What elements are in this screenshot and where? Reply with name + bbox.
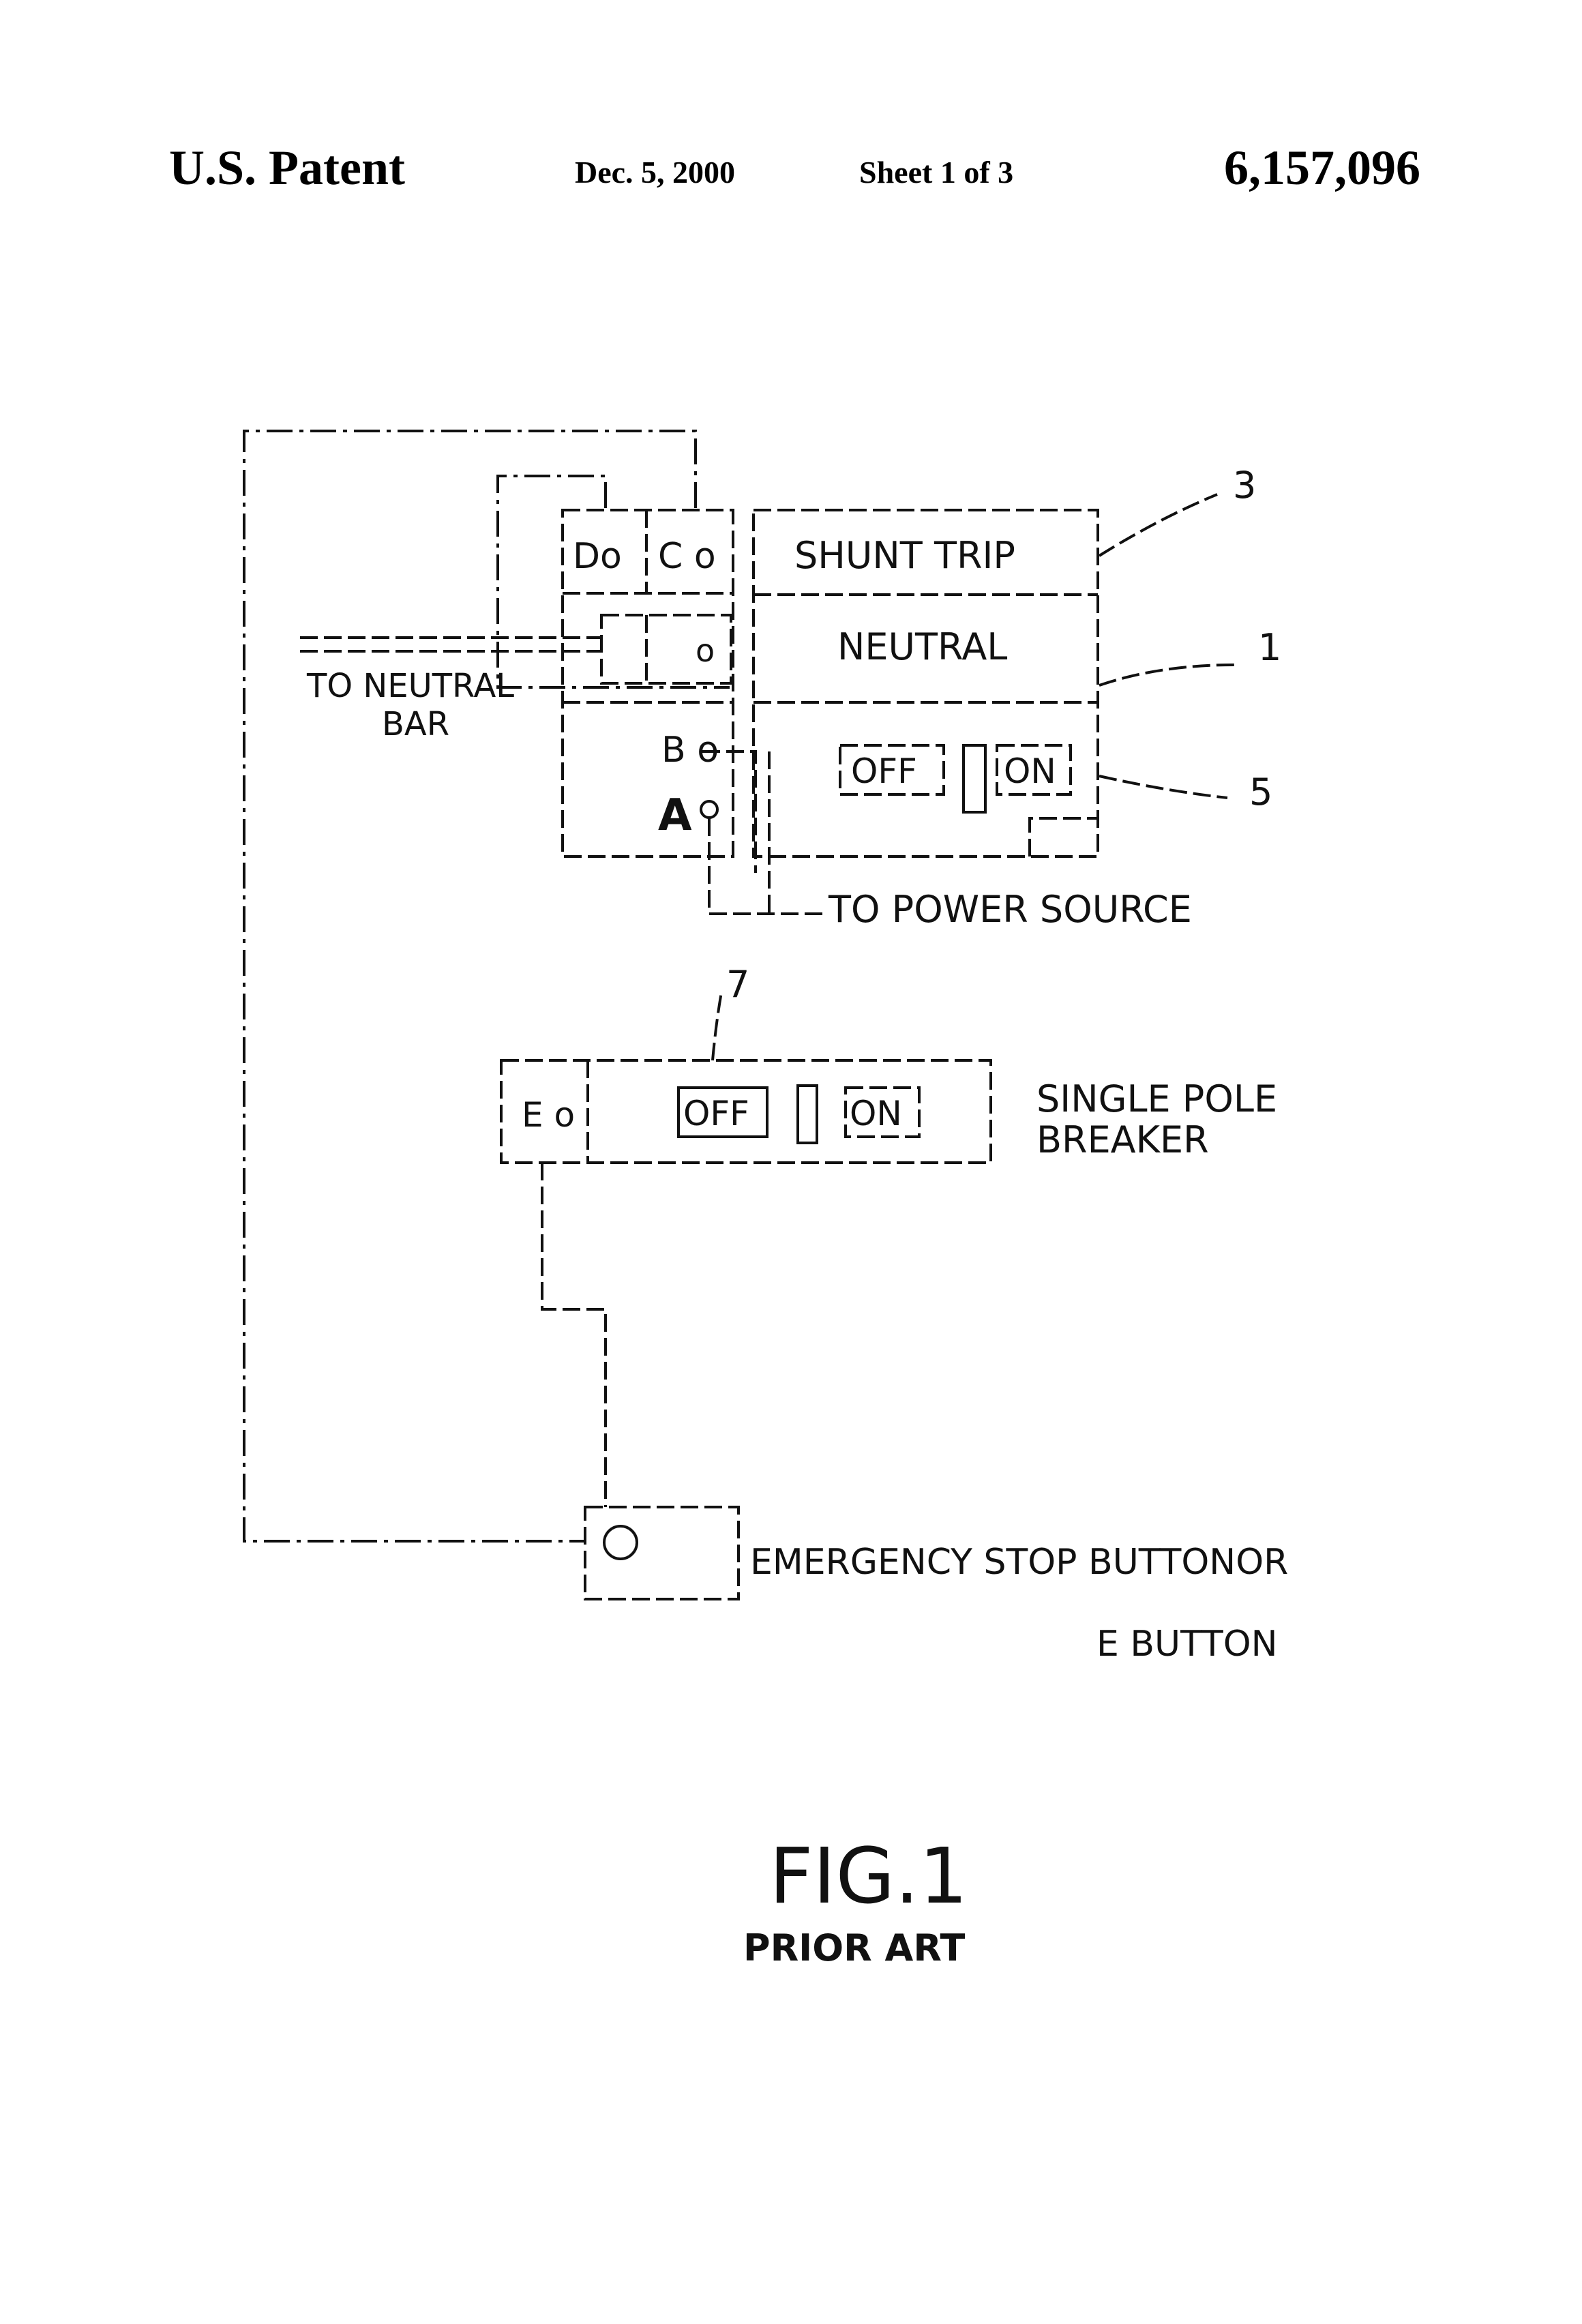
to-neutral-bar-line1: TO NEUTRAL [306, 667, 514, 705]
ref-5-leader [1099, 775, 1228, 799]
spb-on-box [844, 1086, 921, 1138]
patent-label: U.S. Patent [169, 140, 405, 195]
main-off-box [839, 744, 945, 796]
figure-subtitle: PRIOR ART [743, 1926, 965, 1969]
ref-1: 1 [1258, 626, 1281, 669]
ref-7-leader [711, 992, 723, 1061]
neutral-terminal-box [600, 614, 732, 685]
single-pole-label-line1: SINGLE POLE [1036, 1077, 1277, 1120]
emergency-stop-loop-wire [243, 430, 697, 1543]
patent-number: 6,157,096 [1224, 140, 1420, 195]
sheet-number: Sheet 1 of 3 [859, 155, 1014, 190]
e-button-label: E BUTTON [1096, 1624, 1278, 1665]
shunt-trip-label: SHUNT TRIP [794, 534, 1015, 577]
e-terminal-wire [541, 1163, 607, 1507]
to-neutral-bar-line2: BAR [382, 705, 449, 743]
breaker-modules [752, 509, 1099, 858]
neutral-terminal: o [696, 632, 715, 669]
single-pole-breaker [500, 992, 992, 1164]
spb-on-label: ON [850, 1094, 902, 1133]
terminal-d: Do [573, 536, 622, 577]
ref-3-leader [1098, 493, 1218, 557]
main-breaker-assembly [300, 509, 1099, 858]
e-button-circle [603, 1525, 638, 1560]
patent-header: U.S. Patent Dec. 5, 2000 Sheet 1 of 3 6,… [0, 0, 1582, 225]
ref-1-leader [1099, 664, 1235, 687]
terminal-a-post [700, 800, 719, 819]
spb-toggle [796, 1084, 818, 1144]
d-terminal-wire [496, 475, 730, 689]
neutral-label: NEUTRAL [837, 625, 1007, 668]
spb-off-label: OFF [683, 1094, 749, 1133]
ref-7: 7 [726, 963, 749, 1006]
terminal-c: C o [658, 536, 716, 577]
ref-3: 3 [1233, 464, 1256, 507]
main-off-label: OFF [851, 751, 917, 791]
terminal-e: E o [522, 1095, 575, 1135]
spb-off-box [677, 1086, 768, 1138]
ref-5: 5 [1249, 771, 1272, 814]
to-power-source-label: TO POWER SOURCE [828, 888, 1192, 931]
main-on-box [996, 744, 1072, 796]
emergency-stop-button [584, 1506, 740, 1600]
main-toggle [962, 744, 987, 814]
power-source-wires [702, 750, 825, 915]
terminal-a: A [658, 790, 692, 841]
patent-date: Dec. 5, 2000 [575, 155, 736, 190]
emergency-stop-label: EMERGENCY STOP BUTTONOR [750, 1542, 1288, 1583]
figure-title: FIG.1 [769, 1832, 968, 1921]
single-pole-label-line2: BREAKER [1036, 1118, 1209, 1161]
main-on-label: ON [1004, 751, 1056, 791]
